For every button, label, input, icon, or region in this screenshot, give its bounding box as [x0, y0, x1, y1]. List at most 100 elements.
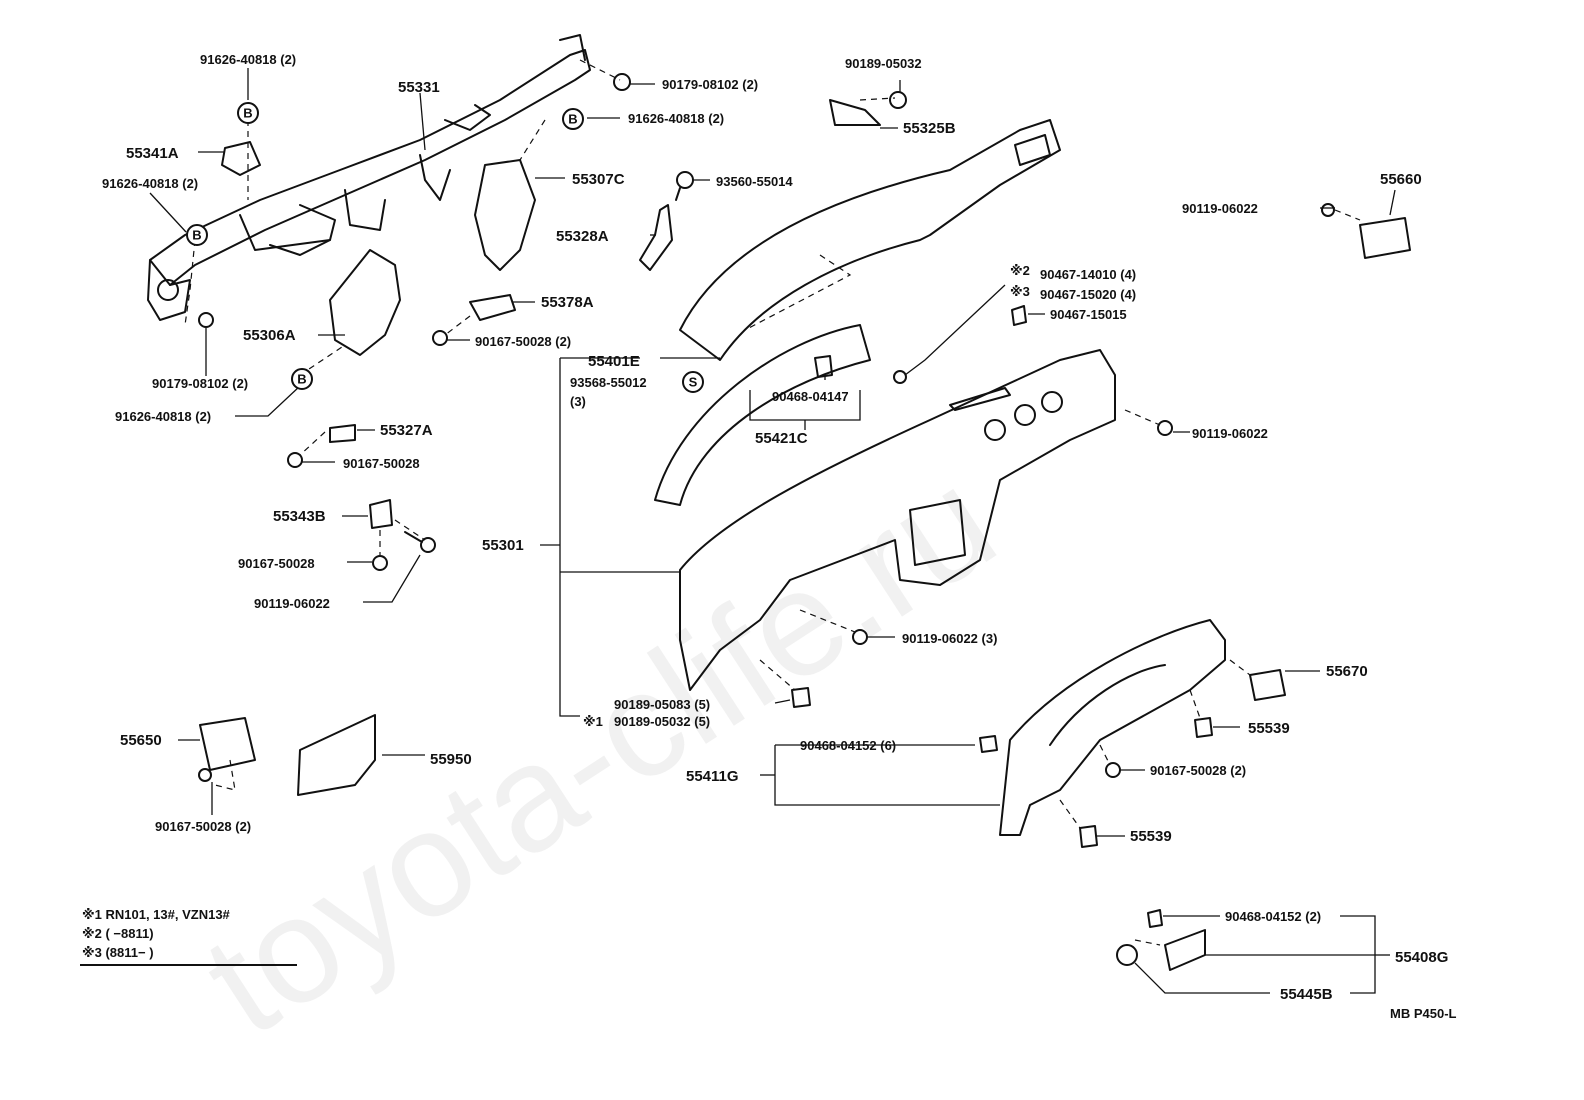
steering-support-55331	[147, 34, 591, 321]
panel-55408G	[1164, 929, 1206, 971]
screw-90119-a	[404, 531, 436, 553]
label-90167-50028-b: 90167-50028	[343, 456, 420, 471]
leader-lines	[149, 68, 1396, 994]
screw-90119-b	[1157, 420, 1173, 436]
finish-panel-55411G	[999, 619, 1226, 836]
upper-panel-55401E	[679, 119, 1061, 361]
label-90119-06022-c: 90119-06022	[254, 596, 330, 611]
label-55306A: 55306A	[243, 327, 296, 344]
label-91626-a: 91626-40818 (2)	[200, 52, 296, 67]
svg-text:B: B	[297, 372, 306, 387]
assembly-lines	[184, 59, 1361, 946]
label-55539-b: 55539	[1130, 828, 1172, 845]
label-90467-15015: 90467-15015	[1050, 307, 1127, 322]
svg-text:B: B	[192, 228, 201, 243]
nut-90189-a	[889, 91, 907, 109]
label-55408G: 55408G	[1395, 949, 1448, 966]
screw-90167-d	[198, 768, 212, 782]
bracket-55307C	[474, 159, 536, 271]
screw-90167-c	[372, 555, 388, 571]
bracket-55343B	[369, 499, 393, 529]
svg-text:B: B	[568, 112, 577, 127]
label-93568-qty: (3)	[570, 394, 586, 409]
label-90167-50028-d: 90167-50028 (2)	[1150, 763, 1246, 778]
bracket-55325B	[829, 99, 881, 126]
label-55341A: 55341A	[126, 145, 179, 162]
nut-90179-a	[613, 73, 631, 91]
label-55539-a: 55539	[1248, 720, 1290, 737]
label-55328A: 55328A	[556, 228, 609, 245]
svg-text:B: B	[243, 106, 252, 121]
label-90189-05083: 90189-05083 (5)	[614, 697, 710, 712]
label-90167-50028-c: 90167-50028	[238, 556, 315, 571]
label-90468-04152-a: 90468-04152 (6)	[800, 738, 896, 753]
circle-mark-b-2: B	[186, 224, 208, 246]
circle-mark-b-4: B	[291, 368, 313, 390]
circle-mark-s: S	[682, 371, 704, 393]
instrument-panel-55301	[679, 349, 1116, 691]
label-90119-06022-b: 90119-06022	[1192, 426, 1268, 441]
clip-90467-15015	[1011, 305, 1027, 326]
label-90167-50028-e: 90167-50028 (2)	[155, 819, 251, 834]
label-55331: 55331	[398, 79, 440, 96]
panel-55950	[297, 714, 376, 796]
label-90189-05032-b: 90189-05032 (5)	[614, 714, 710, 729]
clip-90468-04152-b	[1147, 909, 1163, 928]
register-55650	[199, 717, 256, 771]
clip-55539-b	[1079, 825, 1098, 848]
bracket-55328A	[639, 204, 673, 271]
label-55343B: 55343B	[273, 508, 326, 525]
label-91626-c: 91626-40818 (2)	[628, 111, 724, 126]
applicability-notes: ※1 RN101, 13#, VZN13# ※2 ( −8811) ※3 (88…	[80, 907, 297, 966]
label-90467-14010: 90467-14010 (4)	[1040, 267, 1136, 282]
label-90119-06022-a: 90119-06022	[1182, 201, 1258, 216]
label-93560-55014: 93560-55014	[716, 174, 793, 189]
label-55378A: 55378A	[541, 294, 594, 311]
garnish-55421C	[654, 324, 871, 506]
label-55411G: 55411G	[686, 768, 739, 785]
circle-mark-b-1: B	[237, 102, 259, 124]
mark-1: ※1	[583, 714, 603, 729]
label-55445B: 55445B	[1280, 986, 1333, 1003]
label-55307C: 55307C	[572, 171, 625, 188]
drawing-code: MB P450-L	[1390, 1006, 1457, 1021]
circle-mark-b-3: B	[562, 108, 584, 130]
screw-90167-b	[287, 452, 303, 468]
label-55421C: 55421C	[755, 430, 808, 447]
label-55327A: 55327A	[380, 422, 433, 439]
bracket-55341A	[221, 141, 261, 176]
label-55401E: 55401E	[588, 353, 640, 370]
bracket-55378A	[469, 294, 516, 321]
register-55670	[1249, 669, 1286, 701]
nut-90189-b	[791, 687, 811, 708]
nut-90179-b	[198, 312, 214, 328]
svg-text:S: S	[689, 375, 698, 390]
fastener-labels: 91626-40818 (2) 91626-40818 (2) 91626-40…	[102, 52, 1321, 924]
screw-90119-c	[852, 629, 868, 645]
label-90189-05032: 90189-05032	[845, 56, 922, 71]
register-55660	[1359, 217, 1411, 259]
part-labels: 55331 55341A 55306A 55307C 55328A 55378A…	[120, 79, 1448, 1003]
screw-90167-a	[432, 330, 448, 346]
bracket-55306A	[329, 249, 401, 356]
clip-90468-04152	[979, 735, 998, 753]
label-90468-04152-b: 90468-04152 (2)	[1225, 909, 1321, 924]
label-90468-04147: 90468-04147	[772, 389, 849, 404]
label-55950: 55950	[430, 751, 472, 768]
label-90119-06022-d: 90119-06022 (3)	[902, 631, 997, 646]
label-90179-b: 90179-08102 (2)	[152, 376, 248, 391]
label-55650: 55650	[120, 732, 162, 749]
label-55325B: 55325B	[903, 120, 956, 137]
screw-93560	[675, 171, 694, 201]
label-90179-a: 90179-08102 (2)	[662, 77, 758, 92]
screw-90119-d	[1321, 203, 1335, 217]
clip-90468-04147	[814, 355, 833, 378]
label-90167-50028-a: 90167-50028 (2)	[475, 334, 571, 349]
label-91626-d: 91626-40818 (2)	[115, 409, 211, 424]
note-1: ※1 RN101, 13#, VZN13#	[82, 907, 231, 922]
note-2: ※2 ( −8811)	[82, 926, 154, 941]
label-55670: 55670	[1326, 663, 1368, 680]
cap-55445B	[1116, 944, 1138, 966]
clip-55539-a	[1194, 717, 1213, 738]
